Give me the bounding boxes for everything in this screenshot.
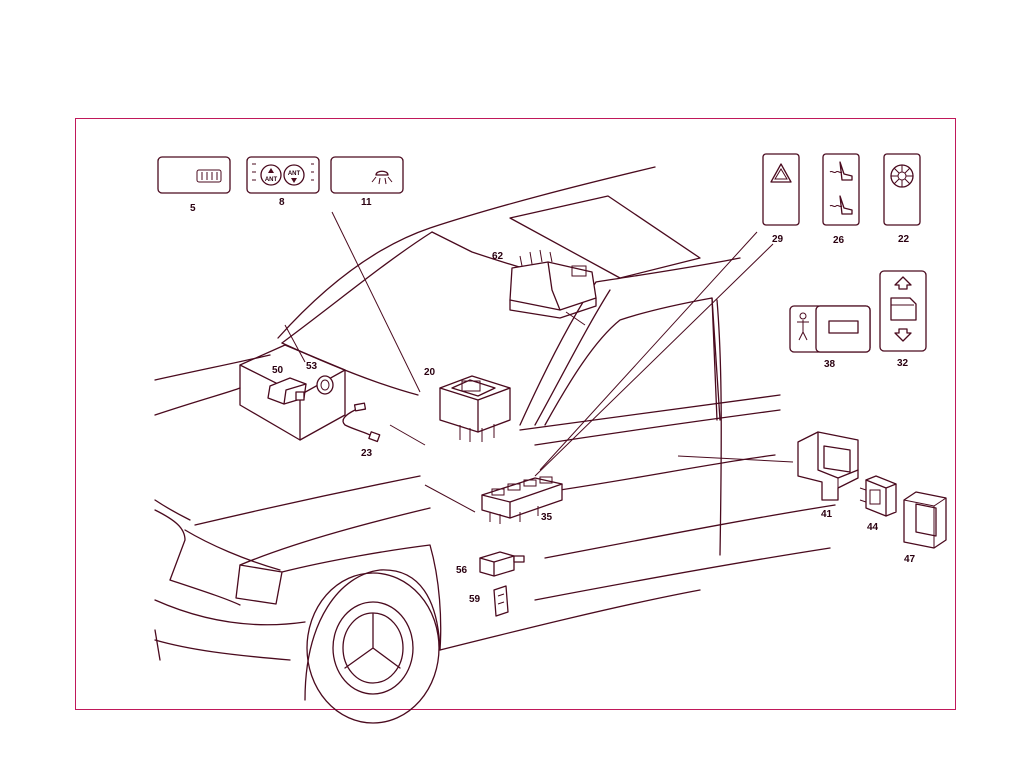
part-32[interactable]: 32 — [879, 270, 927, 369]
part-11[interactable]: 11 — [330, 156, 404, 208]
part-label-35: 35 — [541, 512, 553, 523]
part-62[interactable]: 62 — [492, 249, 597, 319]
part-53[interactable]: 53 — [306, 361, 334, 395]
svg-text:ANT: ANT — [265, 177, 278, 183]
part-label-44: 44 — [867, 522, 879, 533]
part-label-50: 50 — [272, 365, 284, 376]
part-26[interactable]: 26 — [822, 153, 860, 246]
occupant-icon — [797, 312, 809, 341]
switch-frame-icon — [797, 431, 859, 501]
part-35[interactable]: 35 — [481, 476, 563, 524]
part-label-56: 56 — [456, 565, 468, 576]
antenna-switch-icon: ANT ANT — [252, 163, 314, 186]
part-label-22: 22 — [898, 234, 910, 245]
part-label-5: 5 — [190, 203, 196, 214]
part-label-8: 8 — [279, 197, 285, 208]
svg-text:ANT: ANT — [288, 171, 301, 177]
part-label-11: 11 — [361, 197, 372, 208]
door-contact-icon — [479, 551, 525, 577]
part-label-41: 41 — [821, 509, 833, 520]
part-22[interactable]: 22 — [883, 153, 921, 245]
part-label-23: 20 — [424, 367, 436, 378]
heater-fan-icon — [890, 164, 914, 188]
part-label-62: 62 — [492, 251, 504, 262]
part-8[interactable]: ANT ANT 8 — [246, 156, 320, 208]
part-label-32: 32 — [897, 358, 909, 369]
part-29[interactable]: 29 — [762, 153, 800, 245]
part-label-53: 53 — [306, 361, 318, 372]
center-switch-icon — [439, 375, 511, 442]
part-50[interactable]: 50 — [267, 365, 307, 405]
diagram-frame — [75, 118, 956, 710]
window-switch-icon — [890, 276, 917, 342]
part-38[interactable]: 38 — [789, 305, 871, 370]
roof-switch-icon — [509, 249, 597, 319]
part-label-38: 38 — [824, 359, 836, 370]
sensor-cable-icon — [342, 402, 381, 443]
part-20[interactable]: 23 — [342, 402, 381, 459]
window-switch-block-icon — [481, 476, 563, 524]
rocker-switch-icon — [859, 475, 897, 517]
part-label-26: 26 — [833, 235, 845, 246]
part-label-20: 23 — [361, 448, 373, 459]
switch-bezel-icon — [903, 491, 947, 549]
part-44[interactable]: 44 — [859, 475, 897, 533]
seat-heater-icon — [829, 161, 853, 215]
part-5[interactable]: 5 — [157, 156, 231, 214]
leader-lines — [284, 211, 794, 513]
clip-icon — [493, 585, 509, 617]
part-label-47: 47 — [904, 554, 916, 565]
part-23[interactable]: 20 — [424, 367, 511, 442]
hazard-icon — [770, 163, 792, 183]
rear-defrost-icon — [196, 169, 222, 183]
part-label-29: 29 — [772, 234, 784, 245]
interior-light-icon — [371, 170, 393, 185]
part-56[interactable]: 56 — [456, 551, 525, 577]
part-47[interactable]: 47 — [903, 491, 947, 565]
part-label-59: 59 — [469, 594, 481, 605]
switch-connector-icon — [267, 377, 307, 405]
part-59[interactable]: 59 — [469, 585, 509, 617]
ring-icon — [316, 375, 334, 395]
part-41[interactable]: 41 — [797, 431, 859, 520]
